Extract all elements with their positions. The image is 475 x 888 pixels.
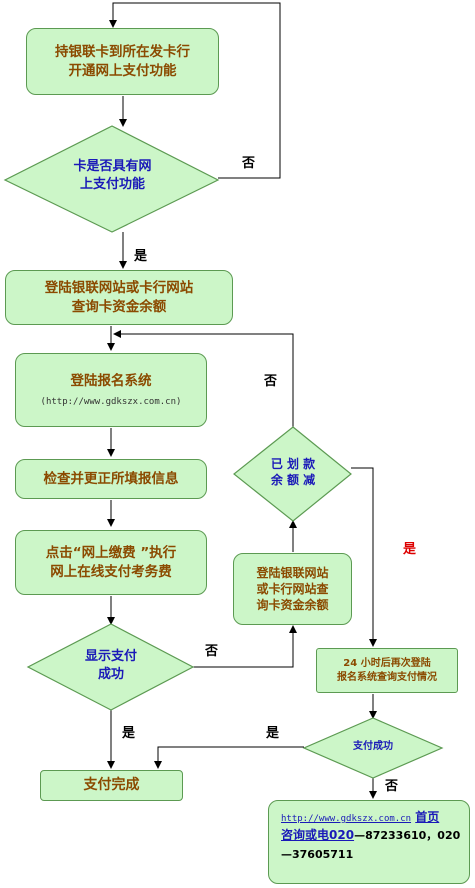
step-recheck-line1: 24 小时后再次登陆 [343, 658, 431, 669]
step-done-text: 支付完成 [83, 777, 140, 794]
step-query-balance-line3: 询卡资金余额 [256, 598, 329, 613]
contact-home-link[interactable]: 首页 [415, 810, 440, 824]
step-login-system-url: (http://www.gdkszx.com.cn) [40, 397, 182, 408]
label-yes-deducted: 是 [403, 542, 417, 557]
step-query-balance-line2: 或卡行网站查 [256, 581, 329, 596]
contact-url-link[interactable]: http://www.gdkszx.com.cn [281, 814, 412, 824]
decision-pay-success-text: 支付成功 [330, 740, 416, 754]
step-recheck: 24 小时后再次登陆 报名系统查询支付情况 [316, 648, 458, 693]
step-done: 支付完成 [40, 770, 183, 801]
step-query-balance-line1: 登陆银联网站 [256, 565, 329, 580]
decision-card-support-text: 卡是否具有网 上支付功能 [40, 158, 185, 193]
step-pay-fee-line2: 网上在线支付考务费 [50, 563, 172, 580]
contact-line1: http://www.gdkszx.com.cn 首页 [281, 809, 439, 825]
step-login-system: 登陆报名系统 (http://www.gdkszx.com.cn) [15, 353, 207, 427]
label-yes-card: 是 [134, 249, 148, 264]
decision-show-success [26, 623, 195, 711]
decision-show-success-line1: 显示支付 [84, 649, 137, 664]
decision-show-success-text: 显示支付 成功 [55, 648, 167, 683]
contact-phone2: —37605711 [281, 848, 354, 862]
decision-card-support-line1: 卡是否具有网 [73, 159, 152, 174]
edge-show-query [193, 625, 297, 668]
step-verify-info-text: 检查并更正所填报信息 [43, 470, 179, 487]
contact-line2: 咨询或电020—87233610，020 [281, 827, 460, 844]
step-open-card: 持银联卡到所在发卡行 开通网上支付功能 [26, 28, 219, 95]
edge-deducted-recheck [351, 467, 377, 647]
contact-line3: —37605711 [281, 846, 353, 863]
step-recheck-line2: 报名系统查询支付情况 [337, 671, 437, 683]
step-pay-fee: 点击“网上缴费 ”执行 网上在线支付考务费 [15, 530, 207, 595]
label-no-show: 否 [205, 644, 219, 659]
label-no-deducted: 否 [264, 374, 278, 389]
loop-no-line [109, 2, 281, 179]
contact-phone1: —87233610，020 [354, 829, 461, 843]
decision-card-support-line2: 上支付功能 [79, 176, 145, 192]
step-pay-fee-line1: 点击“网上缴费 ”执行 [45, 545, 177, 562]
decision-pay-success [302, 717, 444, 779]
decision-show-success-line2: 成功 [97, 666, 124, 682]
decision-deducted [233, 426, 352, 522]
decision-card-support [3, 125, 220, 233]
step-open-card-line2: 开通网上支付功能 [68, 62, 177, 79]
edge-deducted-bank [113, 330, 294, 427]
label-yes-pay: 是 [266, 726, 280, 741]
label-no-top: 否 [242, 156, 256, 171]
step-login-system-title: 登陆报名系统 [70, 372, 152, 389]
decision-pay-success-label: 支付成功 [353, 741, 393, 752]
edge-paysuccess-done [154, 746, 304, 769]
label-yes-show: 是 [122, 726, 136, 741]
step-login-bank-line1: 登陆银联网站或卡行网站 [44, 280, 194, 297]
step-open-card-line1: 持银联卡到所在发卡行 [55, 44, 190, 61]
step-query-balance: 登陆银联网站 或卡行网站查 询卡资金余额 [233, 553, 352, 625]
contact-box: http://www.gdkszx.com.cn 首页 咨询或电020—8723… [268, 800, 470, 884]
decision-deducted-line2: 余 额 减 [270, 473, 316, 488]
contact-phone-label: 咨询或电020 [281, 828, 355, 843]
decision-deducted-line1: 已 划 款 [270, 457, 316, 471]
label-no-pay: 否 [385, 779, 399, 794]
decision-deducted-text: 已 划 款 余 额 减 [253, 456, 333, 488]
step-verify-info: 检查并更正所填报信息 [15, 459, 207, 499]
step-login-bank: 登陆银联网站或卡行网站 查询卡资金余额 [5, 270, 233, 325]
step-login-bank-line2: 查询卡资金余额 [71, 298, 167, 315]
